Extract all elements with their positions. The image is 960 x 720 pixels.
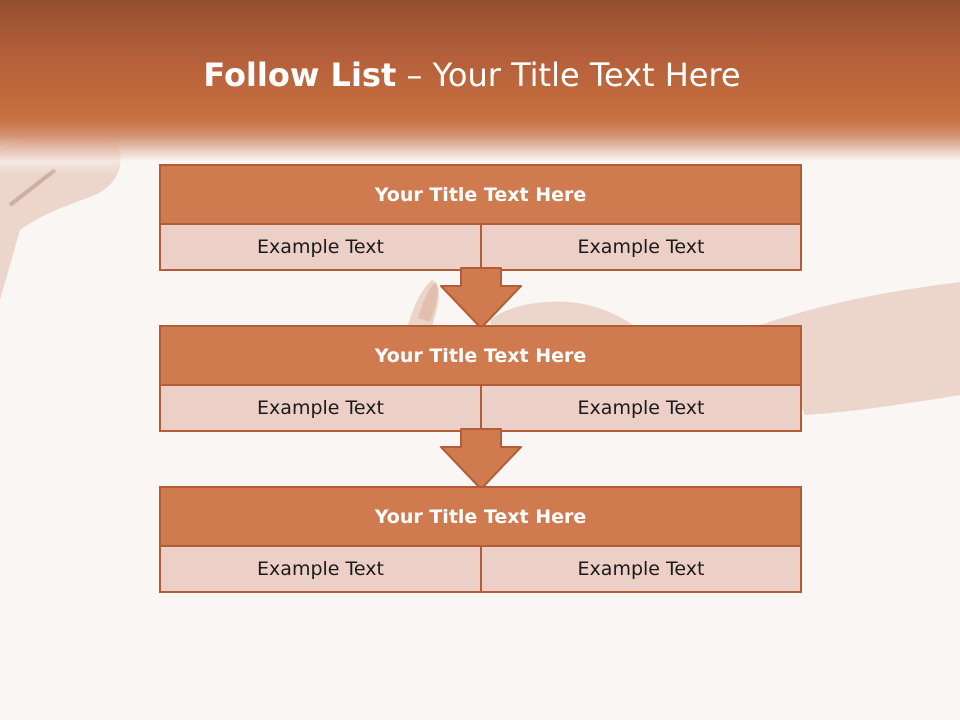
step-1-right-cell: Example Text <box>577 236 705 258</box>
step-box-2: Your Title Text Here Example Text Exampl… <box>159 325 802 432</box>
step-1-left-cell: Example Text <box>161 225 482 269</box>
step-box-1: Your Title Text Here Example Text Exampl… <box>159 164 802 271</box>
step-2-right-cell: Example Text <box>577 397 705 419</box>
step-title-3: Your Title Text Here <box>161 488 800 547</box>
down-arrow-icon <box>440 428 522 490</box>
step-title-1: Your Title Text Here <box>161 166 800 225</box>
title-bold-part: Follow List <box>203 56 397 94</box>
step-3-left-cell: Example Text <box>161 547 482 591</box>
step-title-2: Your Title Text Here <box>161 327 800 386</box>
down-arrow-icon <box>440 267 522 329</box>
header-band <box>0 0 960 175</box>
slide-title: Follow List – Your Title Text Here <box>0 52 944 98</box>
step-box-3: Your Title Text Here Example Text Exampl… <box>159 486 802 593</box>
step-2-left-cell: Example Text <box>161 386 482 430</box>
title-rest-part: – Your Title Text Here <box>396 56 741 94</box>
step-3-right-cell: Example Text <box>577 558 705 580</box>
